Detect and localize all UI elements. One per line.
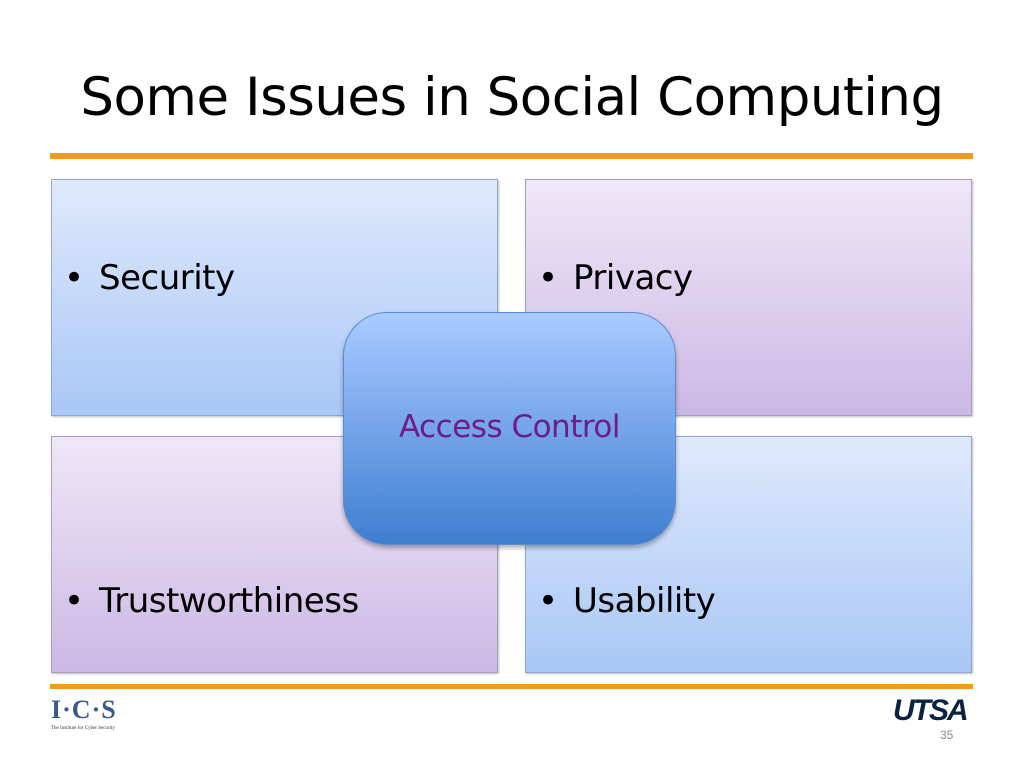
ics-logo-text: I·C·S bbox=[51, 695, 117, 724]
quadrant-label: Privacy bbox=[573, 258, 693, 298]
footer-divider bbox=[50, 684, 973, 689]
quadrant-label: Security bbox=[99, 258, 235, 298]
ics-logo: I·C·S The Institute for Cyber Security bbox=[51, 697, 121, 737]
utsa-logo: UTSA bbox=[893, 694, 969, 727]
center-label: Access Control bbox=[398, 408, 621, 445]
page-number: 35 bbox=[940, 728, 954, 742]
quadrant-label: Usability bbox=[573, 581, 716, 621]
ics-tagline: The Institute for Cyber Security bbox=[51, 726, 115, 731]
quadrant-label: Trustworthiness bbox=[99, 581, 359, 621]
bullet-icon: • bbox=[64, 258, 84, 298]
quadrant-security: • Security bbox=[51, 179, 498, 416]
center-access-control: Access Control bbox=[343, 312, 676, 545]
bullet-icon: • bbox=[64, 581, 84, 621]
bullet-icon: • bbox=[538, 581, 558, 621]
bullet-icon: • bbox=[538, 258, 558, 298]
slide-title: Some Issues in Social Computing bbox=[80, 67, 944, 128]
title-divider bbox=[50, 153, 973, 159]
